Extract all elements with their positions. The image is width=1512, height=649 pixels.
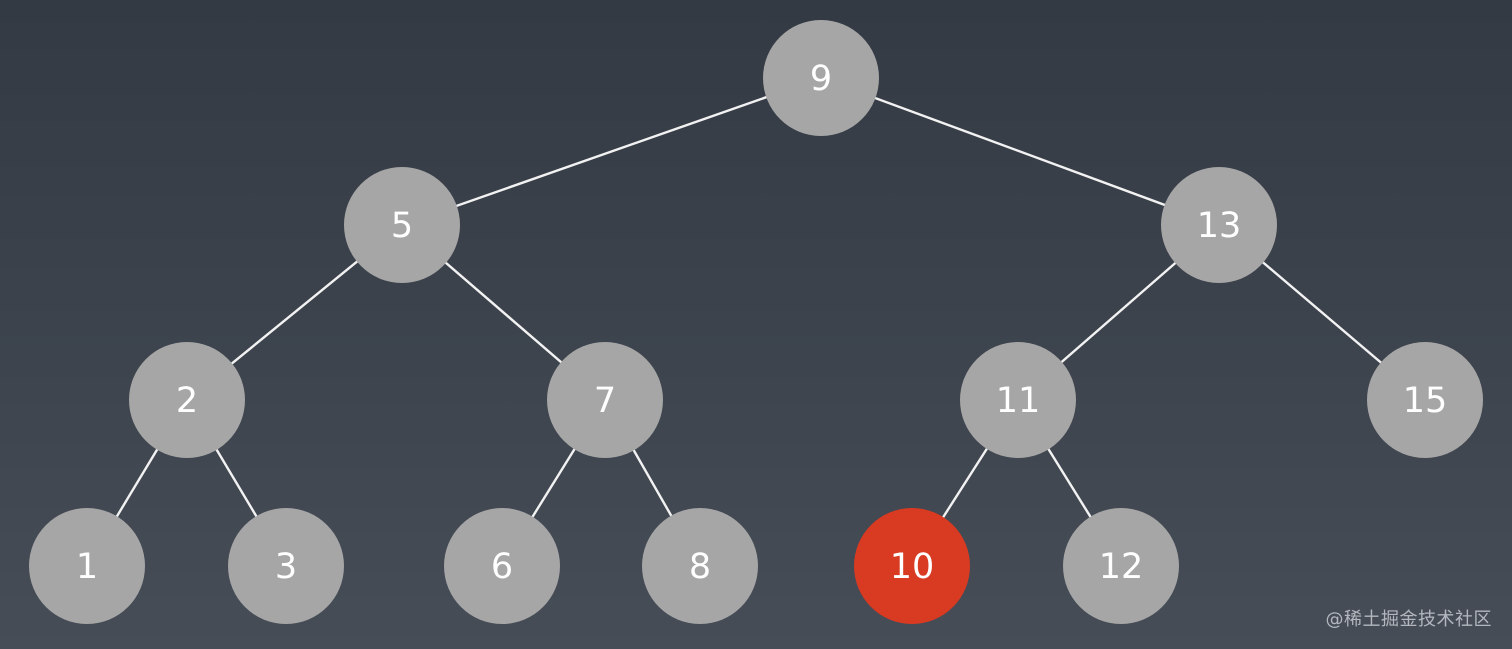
node-label: 15 xyxy=(1403,381,1448,421)
node-circle xyxy=(642,508,758,624)
tree-node-3: 3 xyxy=(228,508,344,624)
edge-n9-n13 xyxy=(819,76,1221,227)
tree-node-15: 15 xyxy=(1367,342,1483,458)
node-label: 10 xyxy=(890,547,935,587)
node-label: 5 xyxy=(391,206,413,246)
watermark: @稀土掘金技术社区 xyxy=(1325,609,1492,630)
tree-node-13: 13 xyxy=(1161,167,1277,283)
node-label: 12 xyxy=(1099,547,1144,587)
tree-node-9: 9 xyxy=(763,20,879,136)
node-circle xyxy=(228,508,344,624)
node-label: 3 xyxy=(275,547,297,587)
node-circle xyxy=(1063,508,1179,624)
node-circle xyxy=(444,508,560,624)
tree-node-8: 8 xyxy=(642,508,758,624)
node-label: 2 xyxy=(176,381,198,421)
node-circle xyxy=(763,20,879,136)
node-circle xyxy=(344,167,460,283)
node-circle xyxy=(129,342,245,458)
node-label: 9 xyxy=(810,59,832,99)
tree-node-6: 6 xyxy=(444,508,560,624)
node-label: 6 xyxy=(491,547,513,587)
node-label: 1 xyxy=(76,547,98,587)
tree-edges xyxy=(85,76,1427,568)
node-circle xyxy=(1161,167,1277,283)
tree-node-7: 7 xyxy=(547,342,663,458)
node-label: 8 xyxy=(689,547,711,587)
node-circle xyxy=(547,342,663,458)
node-circle xyxy=(29,508,145,624)
node-label: 11 xyxy=(996,381,1041,421)
tree-node-5: 5 xyxy=(344,167,460,283)
node-circle xyxy=(1367,342,1483,458)
tree-node-2: 2 xyxy=(129,342,245,458)
node-label: 13 xyxy=(1197,206,1242,246)
node-circle xyxy=(960,342,1076,458)
tree-node-10: 10 xyxy=(854,508,970,624)
edge-n9-n5 xyxy=(400,76,823,227)
tree-node-1: 1 xyxy=(29,508,145,624)
highlighted-node-circle xyxy=(854,508,970,624)
tree-node-12: 12 xyxy=(1063,508,1179,624)
node-label: 7 xyxy=(594,381,616,421)
tree-node-11: 11 xyxy=(960,342,1076,458)
